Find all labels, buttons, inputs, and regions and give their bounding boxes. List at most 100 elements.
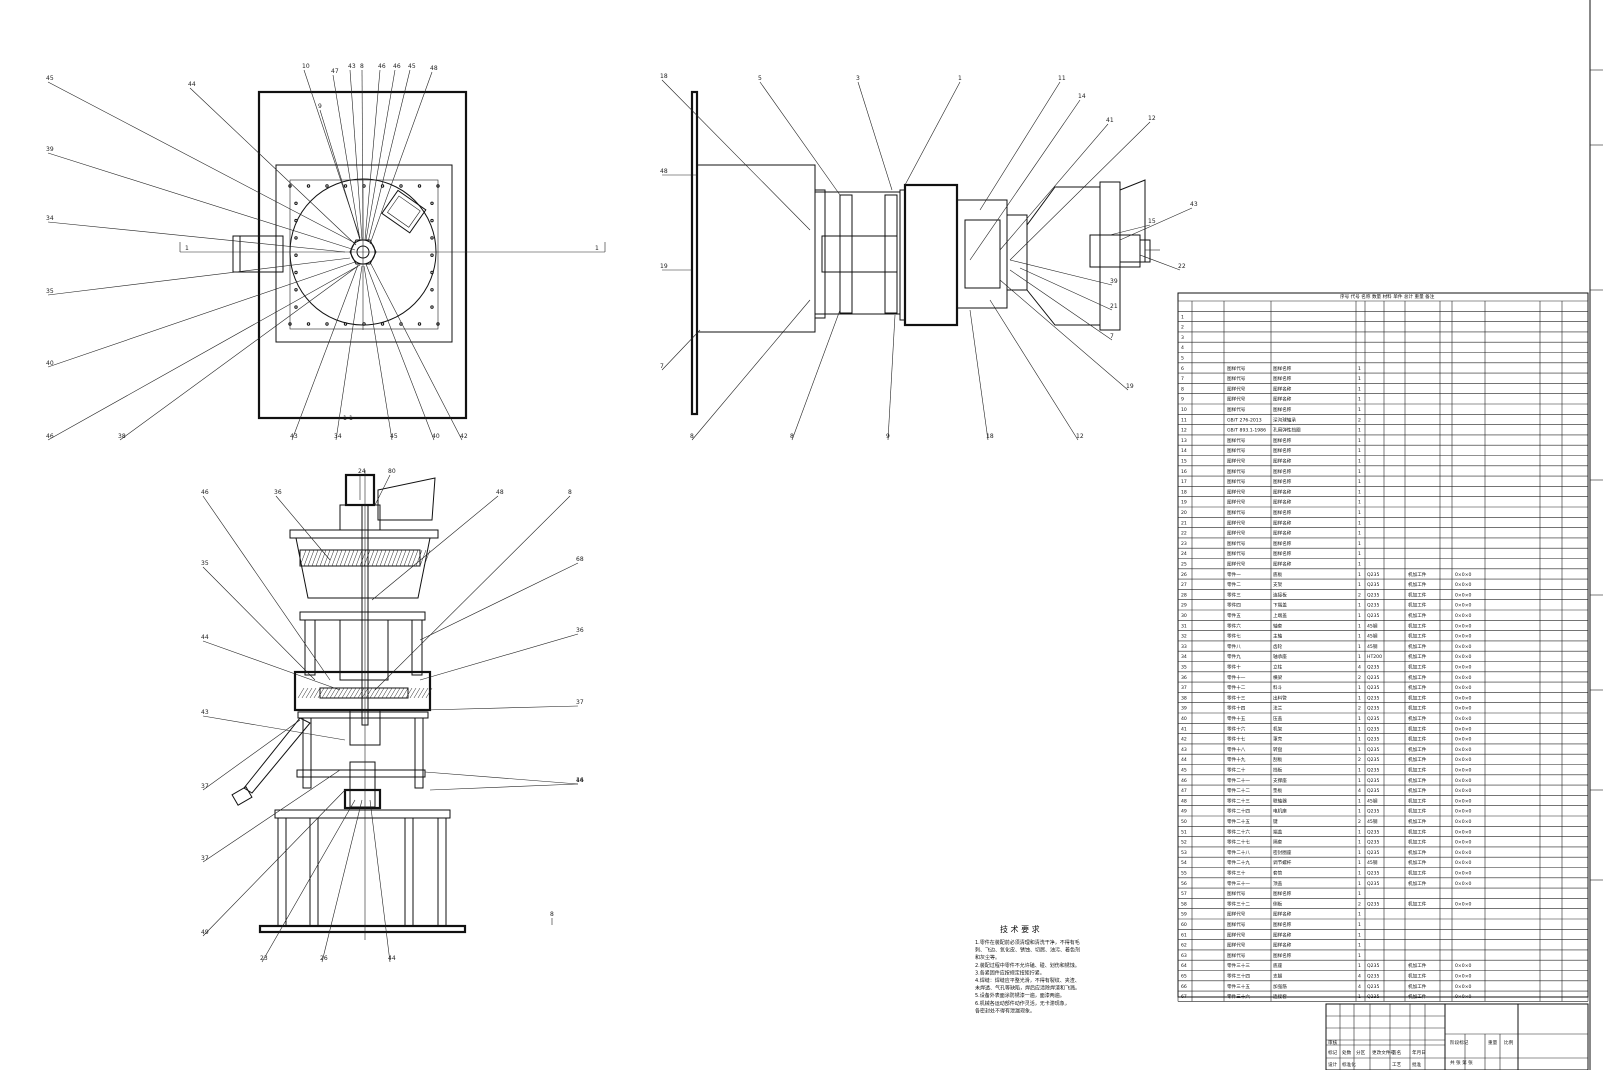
bom-cell: 2 — [1358, 706, 1361, 712]
bom-cell: 7 — [1181, 376, 1184, 382]
bom-cell: 19 — [1181, 500, 1187, 506]
part-balloon: 49 — [201, 929, 209, 936]
bom-cell: 加强筋 — [1273, 983, 1287, 990]
bom-cell: 1 — [1358, 840, 1361, 846]
bom-cell: 1 — [1358, 623, 1361, 629]
bom-cell: 17 — [1181, 479, 1187, 485]
part-balloon: 7 — [1110, 333, 1114, 340]
title-block-cell: 处数 — [1342, 1049, 1352, 1056]
bom-cell: 支撑座 — [1273, 777, 1287, 784]
bom-cell: 料斗 — [1273, 684, 1283, 691]
part-balloon: 43 — [290, 433, 298, 440]
technical-requirements-title: 技 术 要 求 — [1000, 924, 1040, 934]
bom-cell: Q235 — [1367, 695, 1379, 701]
bom-cell: 机加工件 — [1408, 839, 1427, 846]
bom-cell: 图样名称 — [1273, 519, 1292, 526]
bom-cell: 62 — [1181, 943, 1187, 949]
bom-cell: 40 — [1181, 716, 1187, 722]
bom-cell: 13 — [1181, 438, 1187, 444]
bom-cell: 26 — [1181, 572, 1187, 578]
bom-cell: 14 — [1181, 448, 1187, 454]
bom-cell: HT200 — [1367, 654, 1382, 660]
bom-cell: 0×0×0 — [1455, 974, 1472, 980]
bom-cell: 零件二十四 — [1227, 808, 1250, 815]
bom-cell: Q235 — [1367, 809, 1379, 815]
bom-cell: 零件十六 — [1227, 725, 1246, 732]
bom-cell: 机加工件 — [1408, 664, 1427, 671]
bom-cell: 图样名称 — [1273, 447, 1292, 454]
bom-cell: 图样代号 — [1227, 519, 1246, 526]
bom-cell: 机加工件 — [1408, 767, 1427, 774]
part-balloon: 68 — [576, 556, 584, 563]
bom-cell: 零件五 — [1227, 612, 1241, 619]
part-balloon: 19 — [1126, 383, 1134, 390]
bom-cell: 罩壳 — [1273, 736, 1283, 743]
bom-cell: Q235 — [1367, 716, 1379, 722]
bom-cell: 零件六 — [1227, 622, 1241, 629]
bom-cell: 1 — [1181, 314, 1184, 320]
bom-cell: 0×0×0 — [1455, 788, 1472, 794]
bom-cell: 9 — [1181, 397, 1184, 403]
bom-cell: 60 — [1181, 922, 1187, 928]
bom-cell: 1 — [1358, 932, 1361, 938]
bom-cell: 43 — [1181, 747, 1187, 753]
bom-cell: 零件十九 — [1227, 756, 1246, 763]
bom-cell: 1 — [1358, 654, 1361, 660]
bom-cell: 33 — [1181, 644, 1187, 650]
bom-cell: 下端盖 — [1273, 602, 1287, 609]
bom-cell: 机加工件 — [1408, 880, 1427, 887]
bom-cell: 挡板 — [1273, 767, 1283, 774]
bom-cell: 出料管 — [1273, 694, 1287, 701]
bom-cell: 主轴 — [1273, 633, 1283, 640]
bom-cell: 机加工件 — [1408, 581, 1427, 588]
bom-cell: 0×0×0 — [1455, 706, 1472, 712]
bom-cell: Q235 — [1367, 757, 1379, 763]
bom-cell: 机加工件 — [1408, 643, 1427, 650]
bom-cell: 0×0×0 — [1455, 572, 1472, 578]
bom-cell: 0×0×0 — [1455, 685, 1472, 691]
bom-cell: 零件三十一 — [1227, 880, 1250, 887]
bom-cell: 支架 — [1273, 581, 1283, 588]
bom-cell: 63 — [1181, 953, 1187, 959]
bom-cell: 机加工件 — [1408, 736, 1427, 743]
bom-cell: Q235 — [1367, 881, 1379, 887]
bom-cell: Q235 — [1367, 726, 1379, 732]
title-block-cell: 阶段标记 — [1450, 1039, 1469, 1046]
part-balloon: 43 — [201, 709, 209, 716]
bom-cell: 机加工件 — [1408, 756, 1427, 763]
part-balloon: 39 — [46, 146, 54, 153]
title-block-cell: 比例 — [1504, 1039, 1514, 1046]
bom-cell: 1 — [1358, 448, 1361, 454]
bom-cell: 图样名称 — [1273, 931, 1292, 938]
bom-cell: 49 — [1181, 809, 1187, 815]
part-balloon: 8 — [360, 63, 364, 70]
bom-cell: Q235 — [1367, 871, 1379, 877]
bom-cell: 零件十三 — [1227, 694, 1246, 701]
bom-cell: 图样代号 — [1227, 375, 1246, 382]
bom-cell: 0×0×0 — [1455, 726, 1472, 732]
bom-cell: 45钢 — [1367, 622, 1378, 629]
bom-cell: 2 — [1358, 675, 1361, 681]
bom-cell: 4 — [1358, 788, 1361, 794]
bom-cell: 53 — [1181, 850, 1187, 856]
bom-cell: 52 — [1181, 840, 1187, 846]
bom-cell: 孔用弹性挡圈 — [1273, 427, 1301, 434]
bom-cell: 图样名称 — [1273, 911, 1292, 918]
bom-cell: Q235 — [1367, 706, 1379, 712]
title-block-cell: 审核 — [1328, 1039, 1338, 1046]
technical-requirement-line: 2.装配过程中零件不允许磕、碰、划伤和锈蚀。 — [975, 962, 1080, 969]
part-balloon: 46 — [46, 433, 54, 440]
bom-cell: 39 — [1181, 706, 1187, 712]
bom-cell: 图样名称 — [1273, 468, 1292, 475]
bom-cell: 上端盖 — [1273, 612, 1287, 619]
technical-requirement-line: 3.各紧固件应按规定扭矩拧紧。 — [975, 969, 1045, 976]
bom-cell: 图样名称 — [1273, 530, 1292, 537]
bom-cell: 零件三十二 — [1227, 900, 1250, 907]
bom-cell: 45钢 — [1367, 797, 1378, 804]
part-balloon: 12 — [1148, 115, 1156, 122]
bom-cell: 1 — [1358, 397, 1361, 403]
bom-cell: Q235 — [1367, 984, 1379, 990]
bom-cell: 31 — [1181, 623, 1187, 629]
part-balloon: 41 — [1106, 117, 1114, 124]
part-balloon: 21 — [1110, 303, 1118, 310]
